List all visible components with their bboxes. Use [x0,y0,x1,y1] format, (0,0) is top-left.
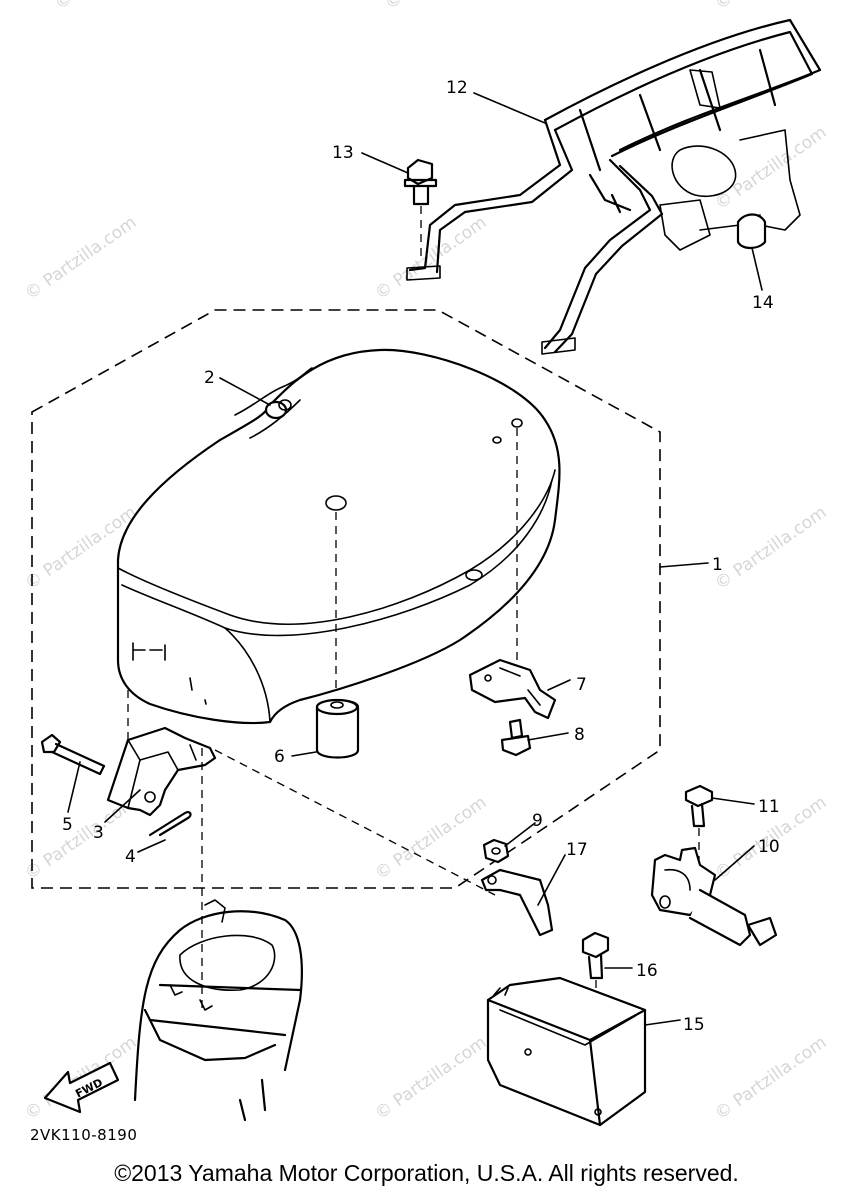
guide-line [214,749,496,896]
leader-lines [67,92,763,1026]
frame-tub-drawing [133,899,303,1122]
hook-bolt-drawing [500,718,532,757]
watermark-text: © Partzilla.com [371,792,490,884]
storage-box-drawing [486,976,647,1127]
lock-stay-drawing [480,868,554,937]
part-label-17: 17 [566,840,588,860]
part-labels: 1 2 3 4 5 6 7 8 9 10 11 12 13 14 15 16 1… [62,78,780,1035]
part-label-13: 13 [332,143,354,163]
watermark-text: © Partzilla.com [711,122,830,214]
watermark-text: © Partzilla.com [371,1032,490,1124]
watermark-text: © Partzilla.com [381,0,500,14]
seat-drawing [116,348,561,795]
assembly-boundary [31,309,661,889]
rear-carrier-drawing [406,18,822,355]
part-label-12: 12 [446,78,468,98]
pin-clip-drawing [148,810,192,837]
rubber-damper-drawing [315,698,360,759]
part-label-16: 16 [636,961,658,981]
seat-lock-drawing [650,846,778,947]
seat-hinge-pin-drawing [264,399,292,420]
part-label-5: 5 [62,815,73,835]
watermark-text: © Partzilla.com [51,0,170,14]
hinge-bolt-drawing [40,733,106,776]
part-label-8: 8 [574,725,585,745]
part-label-15: 15 [683,1015,705,1035]
carrier-cap-drawing [736,213,767,250]
part-label-4: 4 [125,847,136,867]
watermark-text: © Partzilla.com [711,0,830,14]
copyright-notice: ©2013 Yamaha Motor Corporation, U.S.A. A… [114,1160,739,1186]
seat-lock-hook-drawing [468,658,557,720]
nut-drawing [482,838,510,864]
part-label-7: 7 [576,675,587,695]
hinge-bracket-drawing [106,726,217,817]
part-label-10: 10 [758,837,780,857]
lock-screw-drawing [684,784,714,880]
carrier-bolt-drawing [403,158,438,262]
diagram-code: 2VK110-8190 [30,1126,137,1144]
part-label-11: 11 [758,797,780,817]
part-label-2: 2 [204,368,215,388]
part-label-9: 9 [532,811,543,831]
part-label-14: 14 [752,293,774,313]
watermark-text: © Partzilla.com [711,1032,830,1124]
part-label-3: 3 [93,823,104,843]
part-label-1: 1 [712,555,723,575]
box-bolt-drawing [581,931,610,1100]
watermark-text: © Partzilla.com [711,502,830,594]
part-label-6: 6 [274,747,285,767]
watermark-text: © Partzilla.com [21,212,140,304]
